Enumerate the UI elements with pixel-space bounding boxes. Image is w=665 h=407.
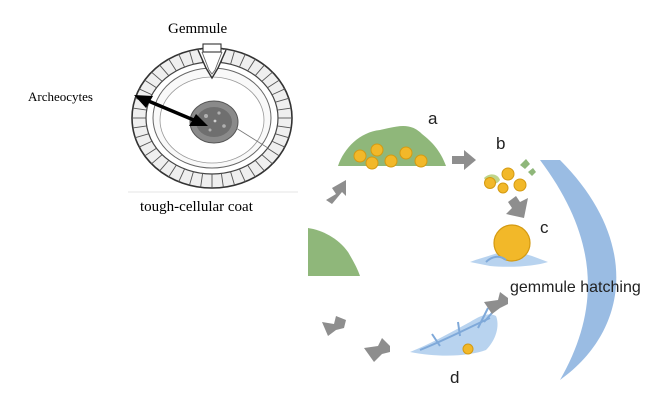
coat-spine [277, 107, 292, 111]
coat-spine [178, 168, 185, 182]
coat-spine [135, 133, 149, 139]
coat-spine [144, 147, 157, 157]
coat-spine [275, 97, 289, 103]
blue-hatching-band [540, 160, 617, 380]
coat-spine [178, 54, 185, 68]
coat-spine [220, 173, 224, 188]
coat-spine [159, 64, 170, 76]
coat-spine [275, 133, 289, 139]
coat-spine [247, 58, 256, 72]
coat-spine [159, 160, 170, 172]
stage-d-young-sponge [410, 305, 499, 356]
arrow-upper-left [326, 180, 346, 204]
coat-spine [151, 71, 163, 82]
coat-spine [189, 171, 194, 186]
adult-sponge-partial [308, 228, 360, 276]
arrow-lower-left [322, 316, 346, 336]
micropyle [197, 43, 227, 80]
coat-spine [132, 107, 147, 111]
coat-label: tough-cellular coat [140, 199, 253, 215]
coat-spine [189, 50, 194, 65]
coat-spine [139, 140, 153, 148]
stage-a-sponge [338, 126, 446, 170]
cycle-arrows [322, 150, 528, 362]
stage-c-label: c [540, 218, 549, 237]
stage-b-label: b [496, 134, 506, 153]
inner-leader-line [235, 127, 269, 149]
coat-spine [200, 173, 204, 188]
coat-spine [168, 58, 177, 72]
arrow-d-to-back [364, 338, 390, 362]
stage-a-label: a [428, 109, 438, 128]
coat-spine [239, 168, 246, 182]
coat-spine [261, 154, 273, 165]
coat-spine [267, 147, 280, 157]
gemmule-hatching-label: gemmule hatching [510, 279, 641, 296]
coat-spine [267, 79, 280, 89]
coat-spine [151, 154, 163, 165]
coat-spine [132, 125, 147, 129]
archeocytes-pointer-arrow [134, 95, 208, 126]
archeocytes-label: Archeocytes [28, 89, 93, 104]
stage-d-label: d [450, 368, 460, 387]
coat-spine [144, 79, 157, 89]
stage-c-hatching-gemmule [470, 224, 548, 267]
coat-spine [277, 125, 292, 129]
coat-spine [247, 164, 256, 178]
coat-spine [168, 164, 177, 178]
stage-b-released-gemmules [484, 159, 536, 194]
coat-spine [139, 88, 153, 96]
arrow-c-to-d [484, 292, 508, 314]
coat-spine [254, 64, 265, 76]
coat-spine [261, 71, 273, 82]
coat-spine [230, 171, 235, 186]
coat-spine [271, 140, 285, 148]
arrow-a-to-b [452, 150, 476, 170]
gemmule-title: Gemmule [168, 21, 228, 37]
coat-spine [271, 88, 285, 96]
arrow-b-to-c [506, 196, 528, 218]
coat-spine [230, 50, 235, 65]
coat-spine [239, 54, 246, 68]
coat-spine [254, 160, 265, 172]
archeocyte-mass [189, 100, 239, 144]
